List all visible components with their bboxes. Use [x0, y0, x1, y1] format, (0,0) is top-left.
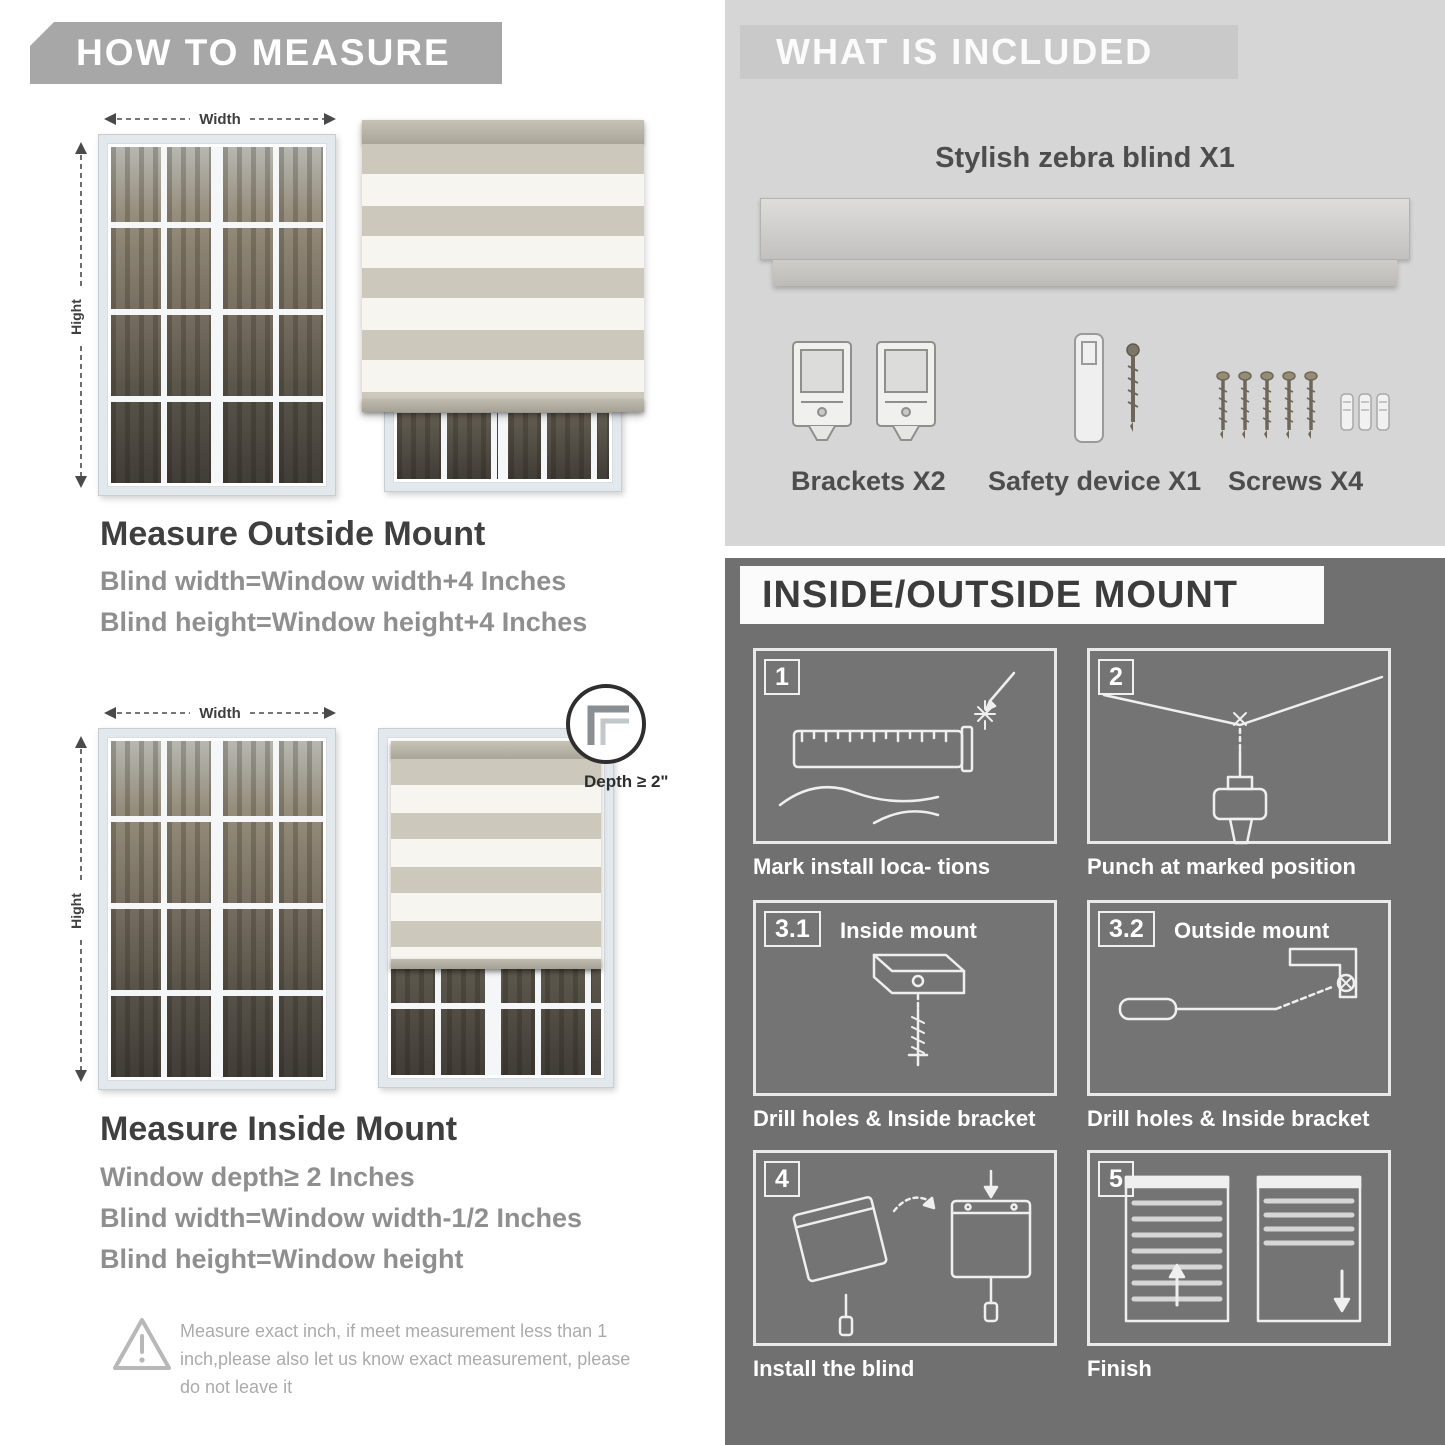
step-3-2-badge: 3.2 — [1098, 911, 1155, 947]
install-blind-illustration — [792, 1169, 1032, 1337]
inside-outside-mount-title: INSIDE/OUTSIDE MOUNT — [762, 573, 1239, 616]
how-to-measure-title: HOW TO MEASURE — [76, 32, 451, 73]
step-4-box: 4 — [753, 1150, 1057, 1346]
inside-mount-line1: Window depth≥ 2 Inches — [100, 1162, 415, 1192]
step-1-caption: Mark install loca- tions — [753, 854, 991, 879]
screws-label: Screws X4 — [1228, 466, 1364, 496]
height-arrow-2: Hight — [68, 736, 87, 1082]
blind-headrail-2 — [391, 741, 601, 759]
depth-callout-label: Depth ≥ 2" — [584, 772, 669, 791]
outside-mount-line2: Blind height=Window height+4 Inches — [100, 607, 588, 637]
blind-headrail — [362, 120, 644, 144]
blind-valance-product — [773, 260, 1397, 286]
drill-illustration — [1102, 675, 1384, 845]
step-5-caption: Finish — [1087, 1356, 1152, 1381]
height-label-2: Hight — [68, 893, 84, 929]
step-3-1-caption: Drill holes & Inside bracket — [753, 1106, 1036, 1131]
width-label-2: Width — [199, 705, 241, 722]
width-label: Width — [199, 111, 241, 128]
brackets-label: Brackets X2 — [791, 466, 946, 496]
what-is-included-section: WHAT IS INCLUDED Stylish zebra blind X1 — [725, 0, 1445, 546]
warning-triangle-icon — [113, 1318, 171, 1370]
window-illustration-inside — [98, 728, 336, 1090]
inside-mount-blind-illustration — [378, 728, 614, 1088]
product-name: Stylish zebra blind X1 — [935, 142, 1235, 174]
outside-mount-blind-illustration — [362, 120, 644, 492]
step-4-caption: Install the blind — [753, 1356, 915, 1381]
screws-icon — [1216, 371, 1390, 439]
blind-bottomrail — [362, 399, 644, 412]
what-is-included-header: WHAT IS INCLUDED — [740, 25, 1238, 79]
blind-stripes — [362, 144, 644, 399]
blind-bottomrail-2 — [391, 959, 601, 969]
inside-mount-title: Measure Inside Mount — [100, 1110, 458, 1148]
inside-mount-line2: Blind width=Window width-1/2 Inches — [100, 1203, 583, 1233]
safety-device-icon — [1074, 333, 1140, 443]
depth-callout-circle — [566, 684, 646, 764]
inside-outside-mount-section: INSIDE/OUTSIDE MOUNT 1 Mark install loca… — [725, 558, 1445, 1445]
step-2-caption: Punch at marked position — [1087, 854, 1356, 879]
outside-mount-label: Outside mount — [1174, 918, 1330, 943]
step-3-2-caption: Drill holes & Inside bracket — [1087, 1106, 1370, 1131]
measurement-warning-text: Measure exact inch, if meet measurement … — [180, 1321, 631, 1397]
step-3-2-box: 3.2 Outside mount — [1087, 900, 1391, 1096]
window-corner-zoom — [587, 705, 629, 745]
inside-mount-line3: Blind height=Window height — [100, 1244, 464, 1274]
width-arrow-2: Width — [104, 705, 336, 722]
outside-mount-line1: Blind width=Window width+4 Inches — [100, 566, 567, 596]
window-illustration-outside — [98, 134, 336, 496]
step-5-badge: 5 — [1098, 1161, 1134, 1197]
outside-mount-title: Measure Outside Mount — [100, 515, 486, 553]
step-2-badge: 2 — [1098, 659, 1134, 695]
finish-illustration — [1124, 1175, 1362, 1323]
step-3-1-box: 3.1 Inside mount — [753, 900, 1057, 1096]
zebra-blind-shade-2 — [391, 741, 601, 969]
zebra-blind-shade — [362, 120, 644, 412]
inside-outside-mount-header: INSIDE/OUTSIDE MOUNT — [740, 566, 1324, 624]
how-to-measure-header: HOW TO MEASURE — [30, 22, 502, 84]
step-5-box: 5 — [1087, 1150, 1391, 1346]
window-glass — [107, 143, 327, 487]
step-3-1-badge: 3.1 — [764, 911, 821, 947]
safety-device-label: Safety device X1 — [988, 466, 1202, 496]
what-is-included-title: WHAT IS INCLUDED — [776, 31, 1154, 72]
step-1-badge: 1 — [764, 659, 800, 695]
width-arrow: Width — [104, 111, 336, 128]
height-arrow: Hight — [68, 142, 87, 488]
window-glass-2 — [107, 737, 327, 1081]
inside-bracket-illustration — [872, 953, 966, 1067]
measure-mark-illustration — [778, 671, 1016, 825]
brackets-icon — [792, 341, 936, 441]
step-4-badge: 4 — [764, 1161, 800, 1197]
height-label: Hight — [68, 299, 84, 335]
outside-bracket-illustration — [1118, 947, 1358, 1021]
blind-stripes-2 — [391, 759, 601, 959]
step-1-box: 1 — [753, 648, 1057, 844]
inside-mount-label: Inside mount — [840, 918, 977, 943]
blind-headrail-product — [760, 198, 1410, 260]
step-2-box: 2 — [1087, 648, 1391, 845]
